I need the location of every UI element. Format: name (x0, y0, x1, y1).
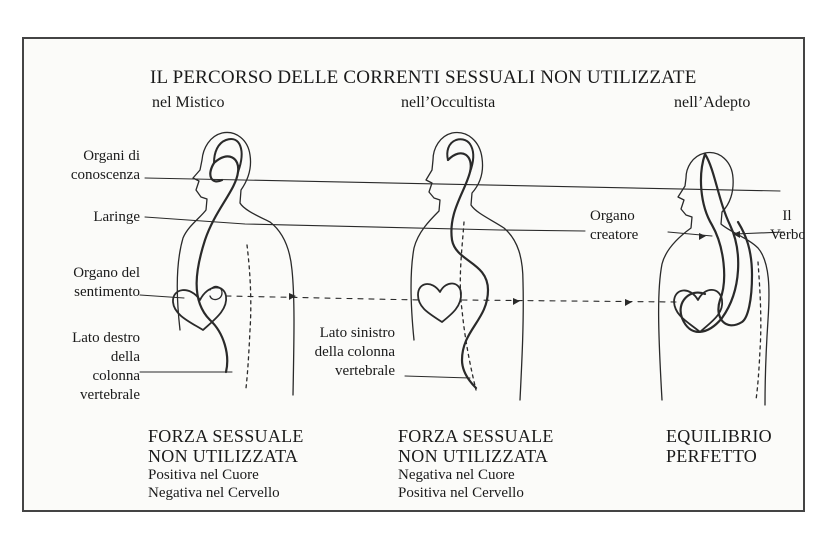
caption-title-line: NON UTILIZZATA (148, 446, 368, 466)
arrowhead (699, 233, 706, 240)
line-lato-sinistro (405, 376, 470, 378)
column-header-occultista: nell’Occultista (401, 95, 495, 111)
caption-title-line: NON UTILIZZATA (398, 446, 618, 466)
label-lato-sinistro: Lato sinistro della colonna vertebrale (285, 324, 395, 381)
label-line: conoscenza (40, 166, 140, 185)
mistico-spine-dash (246, 245, 251, 388)
occultista-current-2 (447, 139, 473, 172)
line-organo-creatore (668, 232, 712, 236)
caption-title-line: PERFETTO (666, 446, 796, 466)
label-laringe: Laringe (40, 208, 140, 227)
figure-mistico (173, 132, 294, 395)
caption-adepto: EQUILIBRIO PERFETTO (666, 426, 796, 466)
label-line: della colonna (285, 343, 395, 362)
label-line: Laringe (40, 208, 140, 227)
label-line: sentimento (40, 283, 140, 302)
label-line: vertebrale (40, 386, 140, 405)
arrowhead (513, 298, 520, 305)
adepto-current (681, 154, 752, 332)
label-line: Organo del (40, 264, 140, 283)
label-lato-destro: Lato destro della colonna vertebrale (40, 329, 140, 405)
mistico-heart (173, 287, 226, 330)
caption-effect-line: Positiva nel Cervello (398, 484, 618, 502)
caption-effect-line: Positiva nel Cuore (148, 466, 368, 484)
mistico-current (197, 156, 239, 372)
column-header-adepto: nell’Adepto (674, 95, 750, 111)
occultista-current (448, 153, 488, 388)
label-line: Lato sinistro (285, 324, 395, 343)
label-organo-sentimento: Organo del sentimento (40, 264, 140, 302)
caption-occultista: FORZA SESSUALE NON UTILIZZATA Negativa n… (398, 426, 618, 502)
label-line: Il (770, 207, 804, 226)
pointer-lines (140, 178, 784, 378)
line-occ-heart-dash (462, 300, 676, 302)
label-organi-conoscenza: Organi di conoscenza (40, 147, 140, 185)
diagram-title: IL PERCORSO DELLE CORRENTI SESSUALI NON … (150, 68, 697, 87)
label-line: Lato destro (40, 329, 140, 348)
adepto-spine-dash (756, 262, 761, 400)
caption-effect-line: Negativa nel Cuore (398, 466, 618, 484)
label-line: Organo (590, 207, 670, 226)
label-il-verbo: Il Verbo (770, 207, 804, 245)
caption-effect-line: Negativa nel Cervello (148, 484, 368, 502)
caption-title-line: FORZA SESSUALE (398, 426, 618, 446)
arrowhead (625, 299, 632, 306)
occultista-silhouette (411, 133, 523, 400)
caption-title-line: EQUILIBRIO (666, 426, 796, 446)
label-line: vertebrale (285, 362, 395, 381)
caption-mistico: FORZA SESSUALE NON UTILIZZATA Positiva n… (148, 426, 368, 502)
occultista-heart (418, 283, 461, 322)
column-header-mistico: nel Mistico (152, 95, 224, 111)
label-line: creatore (590, 226, 670, 245)
caption-title-line: FORZA SESSUALE (148, 426, 368, 446)
arrowhead (289, 293, 296, 300)
label-line: della (40, 348, 140, 367)
label-line: Organi di (40, 147, 140, 166)
mistico-silhouette (177, 132, 294, 395)
mistico-spiral (210, 286, 222, 299)
line-sentimento-dash (226, 296, 420, 300)
figure-occultista (411, 133, 523, 400)
label-organo-creatore: Organo creatore (590, 207, 670, 245)
label-line: Verbo (770, 226, 804, 245)
label-line: colonna (40, 367, 140, 386)
